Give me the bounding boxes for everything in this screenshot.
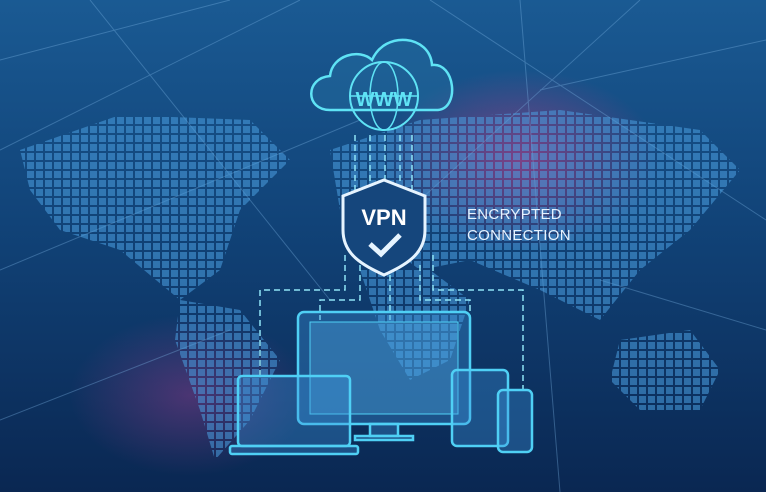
checkmark-icon [368, 233, 402, 258]
caption-line-2: CONNECTION [467, 227, 571, 244]
connection-lines [259, 135, 524, 395]
vpn-text: VPN [361, 205, 406, 230]
desktop-monitor-icon [296, 310, 472, 442]
shield-icon [341, 178, 427, 277]
tablet-icon [450, 368, 510, 448]
www-text: WWW [356, 89, 413, 111]
smartphone-icon [496, 388, 534, 454]
encrypted-connection-caption: ENCRYPTED CONNECTION [467, 204, 571, 246]
caption-line-1: ENCRYPTED [467, 206, 562, 223]
laptop-icon [228, 374, 360, 456]
cloud-icon [310, 38, 454, 131]
